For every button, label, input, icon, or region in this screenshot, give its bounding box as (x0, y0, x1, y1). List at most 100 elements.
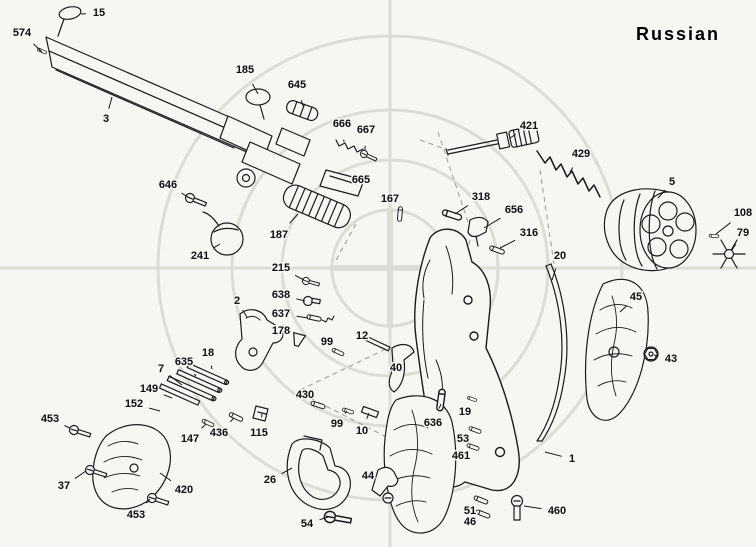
part-label-645: 645 (288, 79, 306, 91)
trigger-guard (286, 438, 351, 510)
screw-215 (301, 276, 321, 289)
part-label-108: 108 (734, 207, 752, 219)
part-label-178: 178 (272, 325, 290, 337)
part-label-420: 420 (175, 484, 193, 496)
leader-line-645 (300, 100, 304, 107)
guard-tab (303, 435, 323, 451)
leader-line-187 (289, 213, 299, 224)
leader-line-7 (169, 375, 183, 386)
leader-line-5 (657, 189, 666, 199)
part-115 (252, 405, 269, 422)
flat-spring (362, 334, 391, 352)
part-label-5: 5 (669, 176, 675, 188)
part-label-665: 665 (352, 174, 370, 186)
part-label-635: 635 (175, 356, 193, 368)
pin-436 (228, 411, 244, 423)
grip-nut (643, 346, 659, 362)
gun-artwork (36, 6, 746, 534)
pin-167 (396, 206, 404, 222)
leader-line-429 (569, 167, 574, 173)
part-label-666: 666 (333, 118, 351, 130)
part-10 (360, 405, 380, 419)
leader-line-2 (242, 309, 248, 318)
part-label-37: 37 (58, 480, 70, 492)
leader-line-453 (64, 425, 71, 429)
part-label-241: 241 (191, 250, 209, 262)
pin-51 (473, 494, 489, 506)
small-spring-637 (321, 315, 335, 323)
grip-screw-453a (67, 423, 93, 441)
part-label-152: 152 (125, 398, 143, 410)
barrel-group (36, 6, 257, 157)
part-label-460: 460 (548, 505, 566, 517)
part-label-1: 1 (569, 453, 575, 465)
part-label-436: 436 (210, 427, 228, 439)
leader-line-185 (252, 83, 259, 95)
part-44 (371, 466, 399, 504)
leader-line-1 (544, 451, 562, 457)
leader-line-453 (146, 498, 151, 504)
hinge-screw (183, 191, 209, 210)
part-label-147: 147 (181, 433, 199, 445)
right-grip-panel (584, 278, 649, 421)
part-label-43: 43 (665, 353, 677, 365)
part-label-667: 667 (357, 124, 375, 136)
part-label-40: 40 (390, 362, 402, 374)
part-label-453: 453 (41, 413, 59, 425)
ejector-rod (445, 125, 540, 156)
part-label-12: 12 (356, 330, 368, 342)
leader-line-635 (193, 373, 197, 377)
front-grip-panel (383, 395, 457, 534)
leader-line-646 (181, 192, 189, 198)
leader-line-636 (438, 403, 442, 409)
leader-line-18 (210, 365, 213, 370)
leader-line-45 (619, 305, 627, 313)
mainspring (536, 263, 568, 442)
leader-line-638 (296, 298, 306, 302)
leader-line-10 (366, 412, 370, 419)
leader-line-54 (319, 516, 329, 521)
leader-line-215 (294, 274, 305, 281)
leader-line-99 (344, 410, 348, 414)
part-label-53: 53 (457, 433, 469, 445)
ejector-housing (282, 184, 352, 229)
part-label-19: 19 (459, 406, 471, 418)
part-label-656: 656 (505, 204, 523, 216)
extractor-star (712, 239, 746, 269)
part-label-18: 18 (202, 347, 214, 359)
leader-line-79 (731, 243, 737, 251)
pin-637 (306, 313, 322, 323)
leader-line-147 (201, 423, 207, 429)
part-label-54: 54 (301, 518, 314, 530)
part-label-453: 453 (127, 509, 145, 521)
leader-line-26 (281, 467, 293, 475)
part-label-3: 3 (103, 113, 109, 125)
trigger (388, 343, 415, 393)
part-label-20: 20 (554, 250, 566, 262)
leader-line-318 (454, 205, 469, 215)
part-label-167: 167 (381, 193, 399, 205)
part-label-636: 636 (424, 417, 442, 429)
pin-108 (708, 233, 720, 239)
breech-group (219, 88, 379, 197)
part-638-tab (311, 297, 321, 305)
part-label-461: 461 (452, 450, 470, 462)
part-label-99: 99 (331, 418, 343, 430)
leader-line-421 (509, 133, 516, 139)
leader-line-436 (229, 417, 235, 423)
leader-line-574 (33, 43, 43, 53)
part-label-421: 421 (520, 120, 538, 132)
sear-cone (293, 332, 306, 347)
leader-line-460 (523, 505, 542, 510)
pin-46 (475, 508, 491, 520)
leader-line-152 (149, 407, 161, 412)
leader-line-420 (159, 472, 172, 482)
left-grip-panel (92, 424, 171, 510)
leader-line-637 (296, 315, 309, 319)
part-label-638: 638 (272, 289, 290, 301)
part-label-316: 316 (520, 227, 538, 239)
part-label-79: 79 (737, 227, 749, 239)
